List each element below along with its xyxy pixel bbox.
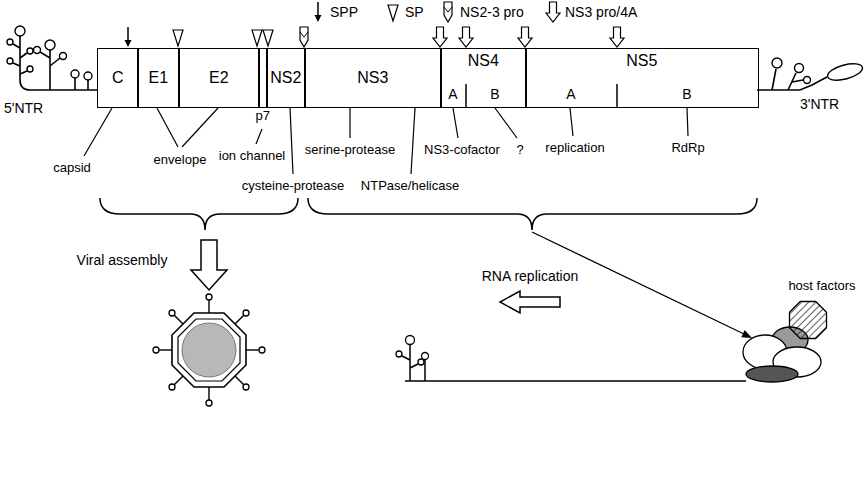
function-label: cysteine-protease — [242, 178, 345, 194]
region-label: 5'NTR — [4, 100, 43, 116]
function-label: ? — [516, 142, 523, 158]
function-label: capsid — [53, 160, 91, 176]
subunit-label: A — [566, 86, 575, 102]
sp-marker — [252, 30, 262, 46]
rna-strand — [402, 345, 746, 381]
function-label: RdRp — [671, 140, 704, 156]
ns3-marker — [459, 27, 473, 47]
subunit-label: B — [490, 86, 499, 102]
segment-label: NS3 — [357, 69, 388, 87]
sp-marker — [173, 30, 183, 46]
legend-item: NS3 pro/4A — [545, 1, 637, 23]
protein-segment: NS2 — [266, 48, 306, 108]
protein-segment: NS5 — [525, 48, 759, 108]
process-label: RNA replication — [482, 268, 579, 284]
legend-item: SP — [385, 1, 424, 23]
assembly-arrow — [191, 240, 227, 290]
function-label: ion channel — [219, 148, 286, 164]
replication-arrow — [500, 291, 560, 313]
legend-text: NS2-3 pro — [460, 4, 524, 20]
segment-label: E2 — [209, 69, 229, 87]
legend-sample — [545, 1, 561, 23]
segment-label: NS2 — [270, 69, 301, 87]
ns23-marker — [300, 27, 308, 47]
legend-sample — [385, 1, 401, 23]
function-label: envelope — [154, 152, 207, 168]
protein-segment: E1 — [137, 48, 180, 108]
ns3-marker — [433, 27, 447, 47]
function-label: serine-protease — [305, 142, 395, 158]
protein-segment: NS3 — [304, 48, 442, 108]
five-prime-ntr-structure — [13, 36, 97, 90]
complex-arrow — [532, 232, 752, 338]
subunit-label: B — [682, 86, 691, 102]
function-label: replication — [545, 140, 604, 156]
legend-text: SP — [405, 4, 424, 20]
ns3-marker — [610, 27, 624, 47]
component-label: host factors — [788, 278, 855, 294]
segment-label: E1 — [148, 69, 168, 87]
sp-marker — [263, 30, 273, 46]
region-label: 3'NTR — [800, 96, 839, 112]
rna-loops — [396, 336, 429, 366]
segment-label-outside: p7 — [256, 108, 270, 123]
legend-text: SPP — [330, 4, 358, 20]
replication-complex — [743, 302, 827, 383]
protein-segment: C — [97, 48, 139, 108]
subunit-label: A — [448, 86, 457, 102]
spp-marker — [125, 27, 132, 47]
legend-item: SPP — [310, 1, 358, 23]
cleavage-markers — [125, 27, 625, 47]
segment-label: NS5 — [626, 52, 657, 70]
process-label: Viral assembly — [77, 252, 168, 268]
function-label: NS3-cofactor — [424, 142, 500, 158]
five-prime-ntr-loops — [7, 26, 92, 80]
protein-segment: E2 — [178, 48, 260, 108]
segment-label: C — [112, 69, 124, 87]
grouping-braces — [100, 198, 757, 230]
legend-sample — [310, 1, 326, 23]
legend-text: NS3 pro/4A — [565, 4, 637, 20]
function-label: NTPase/helicase — [361, 178, 459, 194]
segment-label: NS4 — [468, 52, 499, 70]
ns3-marker — [518, 27, 532, 47]
subdivision-ticks — [466, 84, 617, 108]
virion-illustration — [153, 294, 265, 406]
three-prime-ntr-structure — [757, 69, 827, 90]
legend-item: NS2-3 pro — [440, 1, 524, 23]
leader-lines — [84, 108, 688, 174]
three-prime-ntr-loops — [772, 58, 864, 84]
legend-sample — [440, 1, 456, 23]
